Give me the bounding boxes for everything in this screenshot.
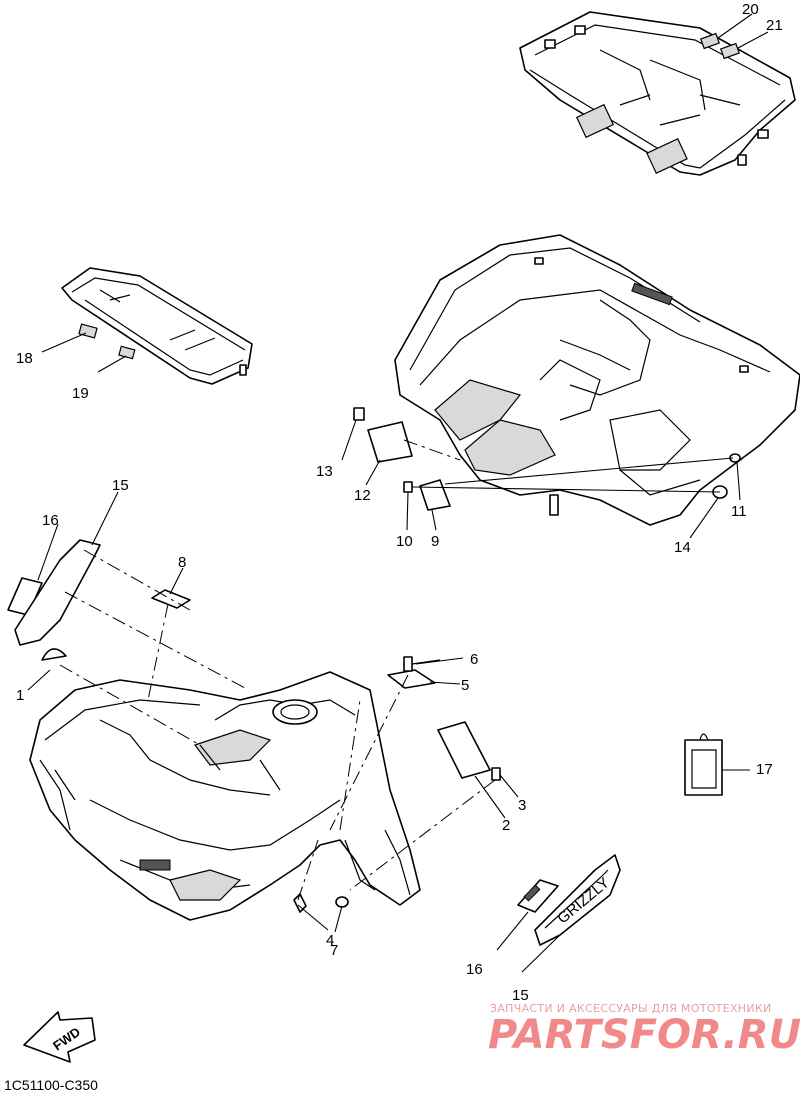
callout-10: 10 (396, 533, 413, 550)
callout-12: 12 (354, 487, 371, 504)
callout-14: 14 (674, 539, 691, 556)
callout-19: 19 (72, 385, 89, 402)
callout-4: 4 (326, 932, 334, 949)
front-fender (29, 671, 421, 921)
callout-20: 20 (742, 1, 759, 18)
rear-carrier-rack (519, 11, 796, 176)
decals-and-fasteners: GRIZZLY (7, 407, 741, 946)
callout-labels: 1 2 3 4 5 6 7 8 9 10 11 12 13 14 15 15 1… (16, 1, 783, 1004)
callout-15-left: 15 (112, 477, 129, 494)
diagram-code: 1C51100-C350 (4, 1077, 98, 1093)
callout-16-right: 16 (466, 961, 483, 978)
callout-8: 8 (178, 554, 186, 571)
callout-7: 7 (330, 942, 338, 959)
front-carrier-rack (61, 267, 253, 385)
leader-lines (27, 13, 769, 973)
callout-3: 3 (518, 797, 526, 814)
callout-6: 6 (470, 651, 478, 668)
callout-2: 2 (502, 817, 510, 834)
callout-16-left: 16 (42, 512, 59, 529)
callout-21: 21 (766, 17, 783, 34)
callout-17: 17 (756, 761, 773, 778)
watermark: ЗАПЧАСТИ И АКСЕССУАРЫ ДЛЯ МОТОТЕХНИКИ PA… (488, 1002, 800, 1058)
callout-1: 1 (16, 687, 24, 704)
callout-5: 5 (461, 677, 469, 694)
callout-13: 13 (316, 463, 333, 480)
callout-9: 9 (431, 533, 439, 550)
callout-11: 11 (731, 503, 747, 520)
rear-fender (394, 234, 800, 526)
watermark-caption: ЗАПЧАСТИ И АКСЕССУАРЫ ДЛЯ МОТОТЕХНИКИ (490, 1002, 772, 1015)
watermark-logo: PARTSFOR.RU (488, 1012, 800, 1058)
callout-15-right: 15 (512, 987, 529, 1004)
forward-direction-arrow: FWD (23, 1011, 96, 1063)
callout-18: 18 (16, 350, 33, 367)
